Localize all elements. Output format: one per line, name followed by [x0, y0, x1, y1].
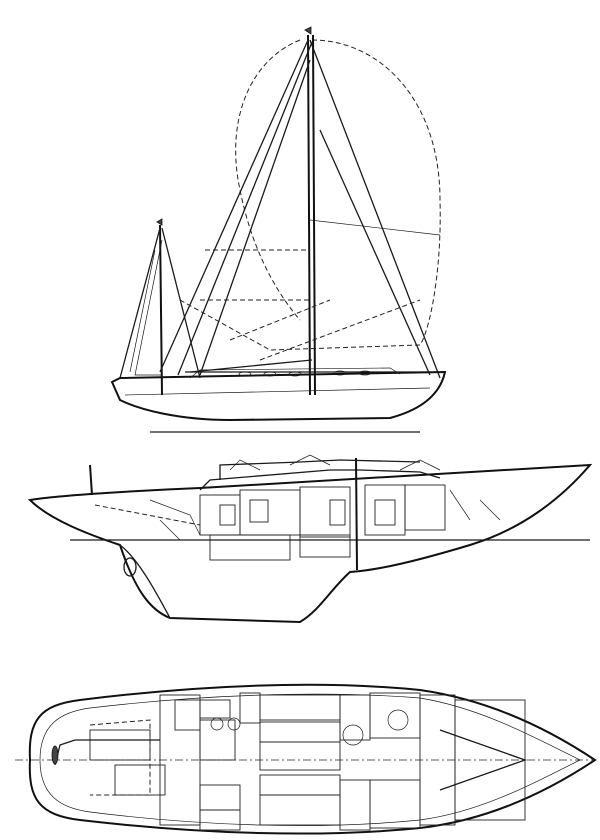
mast-flag-icon — [304, 26, 312, 35]
mizzen-stub — [89, 464, 93, 496]
keel — [119, 544, 171, 619]
inboard-profile — [27, 454, 593, 624]
head-toilet — [387, 709, 409, 731]
rudder-post — [51, 745, 59, 765]
interior-details — [149, 454, 501, 541]
accommodation-plan — [15, 683, 597, 835]
steering-gear — [54, 739, 160, 766]
spinnaker-outline — [235, 39, 441, 346]
doghouse — [199, 469, 441, 491]
mainmast-aft — [312, 34, 316, 396]
stove-burner — [227, 717, 241, 731]
shaft-line — [94, 504, 201, 526]
mast-step — [355, 457, 358, 571]
backstay — [159, 39, 309, 373]
staysail-stay — [319, 129, 431, 376]
portlights — [238, 370, 372, 377]
mizzen-backstay — [119, 227, 161, 379]
plan-hull-outline — [28, 683, 597, 835]
mizzen-forestay — [161, 227, 201, 379]
forestay — [309, 39, 441, 379]
spreader-line — [309, 219, 441, 236]
genoa-luff — [177, 41, 313, 376]
sheet-lines — [179, 249, 421, 361]
main-leech — [199, 59, 311, 376]
basin — [342, 724, 364, 746]
forepeak-v-berth — [439, 729, 527, 791]
sail-plan-sheer — [124, 387, 431, 396]
stove-burner — [210, 717, 224, 731]
cabin-roof — [219, 459, 421, 480]
sail-plan — [110, 26, 447, 433]
plan-compartments — [89, 692, 526, 831]
mizzen-sail — [129, 239, 163, 376]
mainmast — [307, 34, 311, 396]
cabin-trunk — [189, 367, 401, 379]
interior-joinery — [199, 484, 446, 561]
propeller — [123, 557, 137, 577]
cockpit-outline — [89, 719, 151, 796]
sail-plan-hull — [110, 370, 447, 422]
profile-hull — [27, 463, 593, 624]
mizzen-flag-icon — [156, 218, 163, 226]
